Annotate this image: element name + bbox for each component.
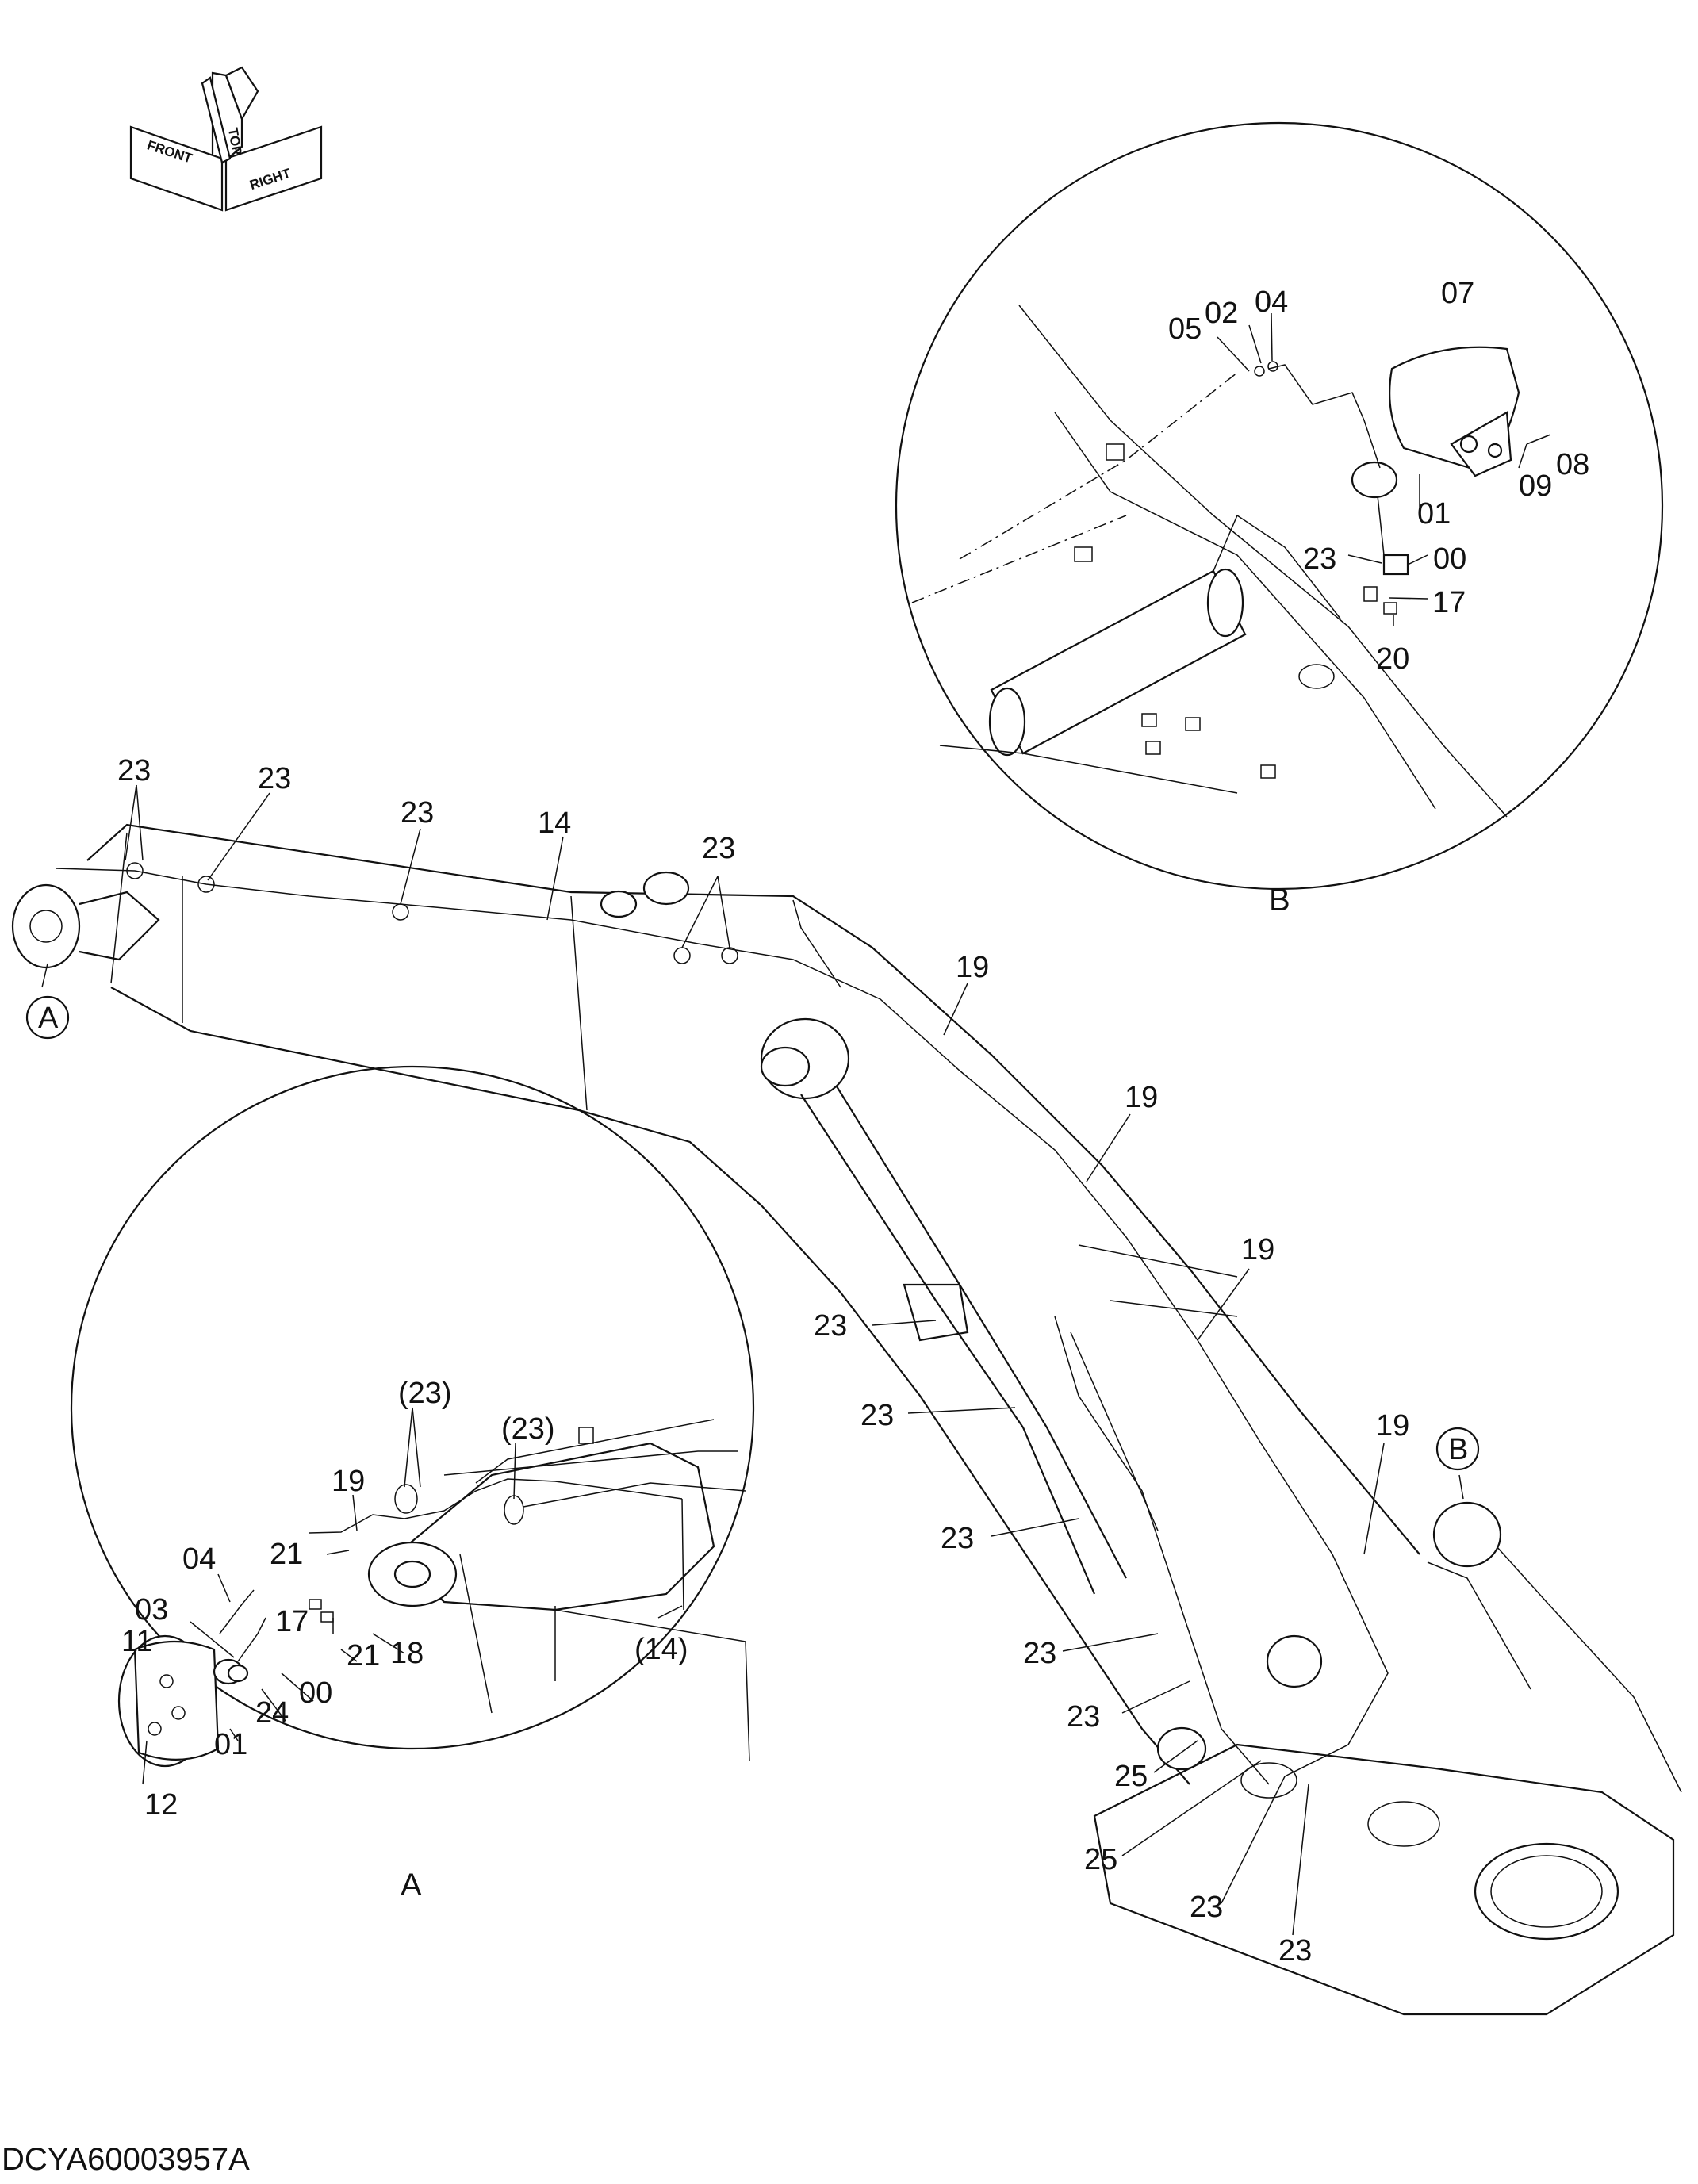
callout-label: 23 — [117, 754, 151, 787]
detail-b: 04 02 05 07 08 09 01 23 00 17 20 B — [895, 121, 1664, 918]
callout-label: 23 — [401, 796, 434, 830]
detail-b-circle — [895, 121, 1664, 891]
callout-label: 14 — [538, 807, 571, 840]
light-unit-rear — [1432, 1501, 1502, 1568]
callout-label: 20 — [1376, 642, 1409, 676]
callout-label: 24 — [255, 1696, 289, 1730]
callout-label: 25 — [1084, 1843, 1117, 1876]
callout-label: 19 — [1125, 1081, 1158, 1114]
callout-label: 19 — [1241, 1233, 1274, 1266]
callout-label: 25 — [1114, 1760, 1148, 1793]
callout-label: 12 — [144, 1788, 178, 1822]
callout-label: 17 — [1432, 586, 1466, 619]
detail-a: (23) (23) 19 04 21 03 17 11 18 21 00 24 … — [70, 1065, 755, 1902]
callout-label: 23 — [860, 1399, 894, 1432]
callout-label: 19 — [956, 951, 989, 984]
callout-label: 19 — [332, 1465, 365, 1498]
callout-label: 02 — [1205, 297, 1238, 330]
callout-label: 21 — [270, 1538, 303, 1571]
callout-label: 00 — [1433, 542, 1466, 576]
callout-label: 09 — [1519, 469, 1552, 503]
callout-label: 00 — [299, 1676, 332, 1710]
callout-label: 03 — [135, 1593, 168, 1627]
callout-label: 05 — [1168, 312, 1202, 346]
callout-label: 07 — [1441, 277, 1474, 310]
view-ref-label: A — [38, 1002, 59, 1035]
boom-assembly — [11, 823, 1682, 2016]
callout-label: (23) — [398, 1377, 452, 1410]
callout-label: (23) — [501, 1412, 555, 1446]
view-reference-a: A — [25, 995, 70, 1040]
callout-label: 23 — [941, 1522, 974, 1555]
callout-label: 01 — [214, 1728, 247, 1761]
callout-label: 23 — [1023, 1637, 1056, 1670]
callout-label: 23 — [1067, 1700, 1100, 1734]
callout-label: 21 — [347, 1639, 380, 1672]
view-ref-label: B — [1448, 1433, 1468, 1466]
callout-label: 08 — [1556, 448, 1589, 481]
callout-label: 23 — [258, 762, 291, 795]
callout-label: 23 — [702, 832, 735, 865]
callout-label: 04 — [1255, 285, 1288, 319]
detail-a-circle — [70, 1065, 755, 1750]
callout-label: (14) — [634, 1633, 688, 1666]
main-leader-lines — [41, 784, 1464, 1936]
callout-label: 18 — [390, 1637, 424, 1670]
view-reference-b: B — [1435, 1427, 1480, 1471]
callout-label: 23 — [814, 1309, 847, 1343]
light-unit-front — [11, 883, 81, 969]
callout-label: 04 — [182, 1542, 216, 1576]
callout-label: 23 — [1303, 542, 1336, 576]
detail-b-label: B — [1269, 883, 1290, 918]
callout-label: 17 — [275, 1605, 309, 1638]
drawing-code: DCYA60003957A — [2, 2142, 250, 2177]
callout-label: 01 — [1417, 497, 1451, 531]
work-lamp — [1351, 461, 1398, 499]
orientation-symbol: FRONT TOP RIGHT — [129, 66, 323, 212]
main-callouts: 23 23 23 14 23 19 19 19 19 23 23 23 23 2… — [117, 754, 1409, 1968]
callout-label: 11 — [121, 1625, 152, 1658]
callout-label: 23 — [1278, 1934, 1312, 1968]
callout-label: 19 — [1376, 1409, 1409, 1443]
callout-label: 23 — [1190, 1891, 1223, 1924]
detail-a-label: A — [401, 1868, 422, 1902]
